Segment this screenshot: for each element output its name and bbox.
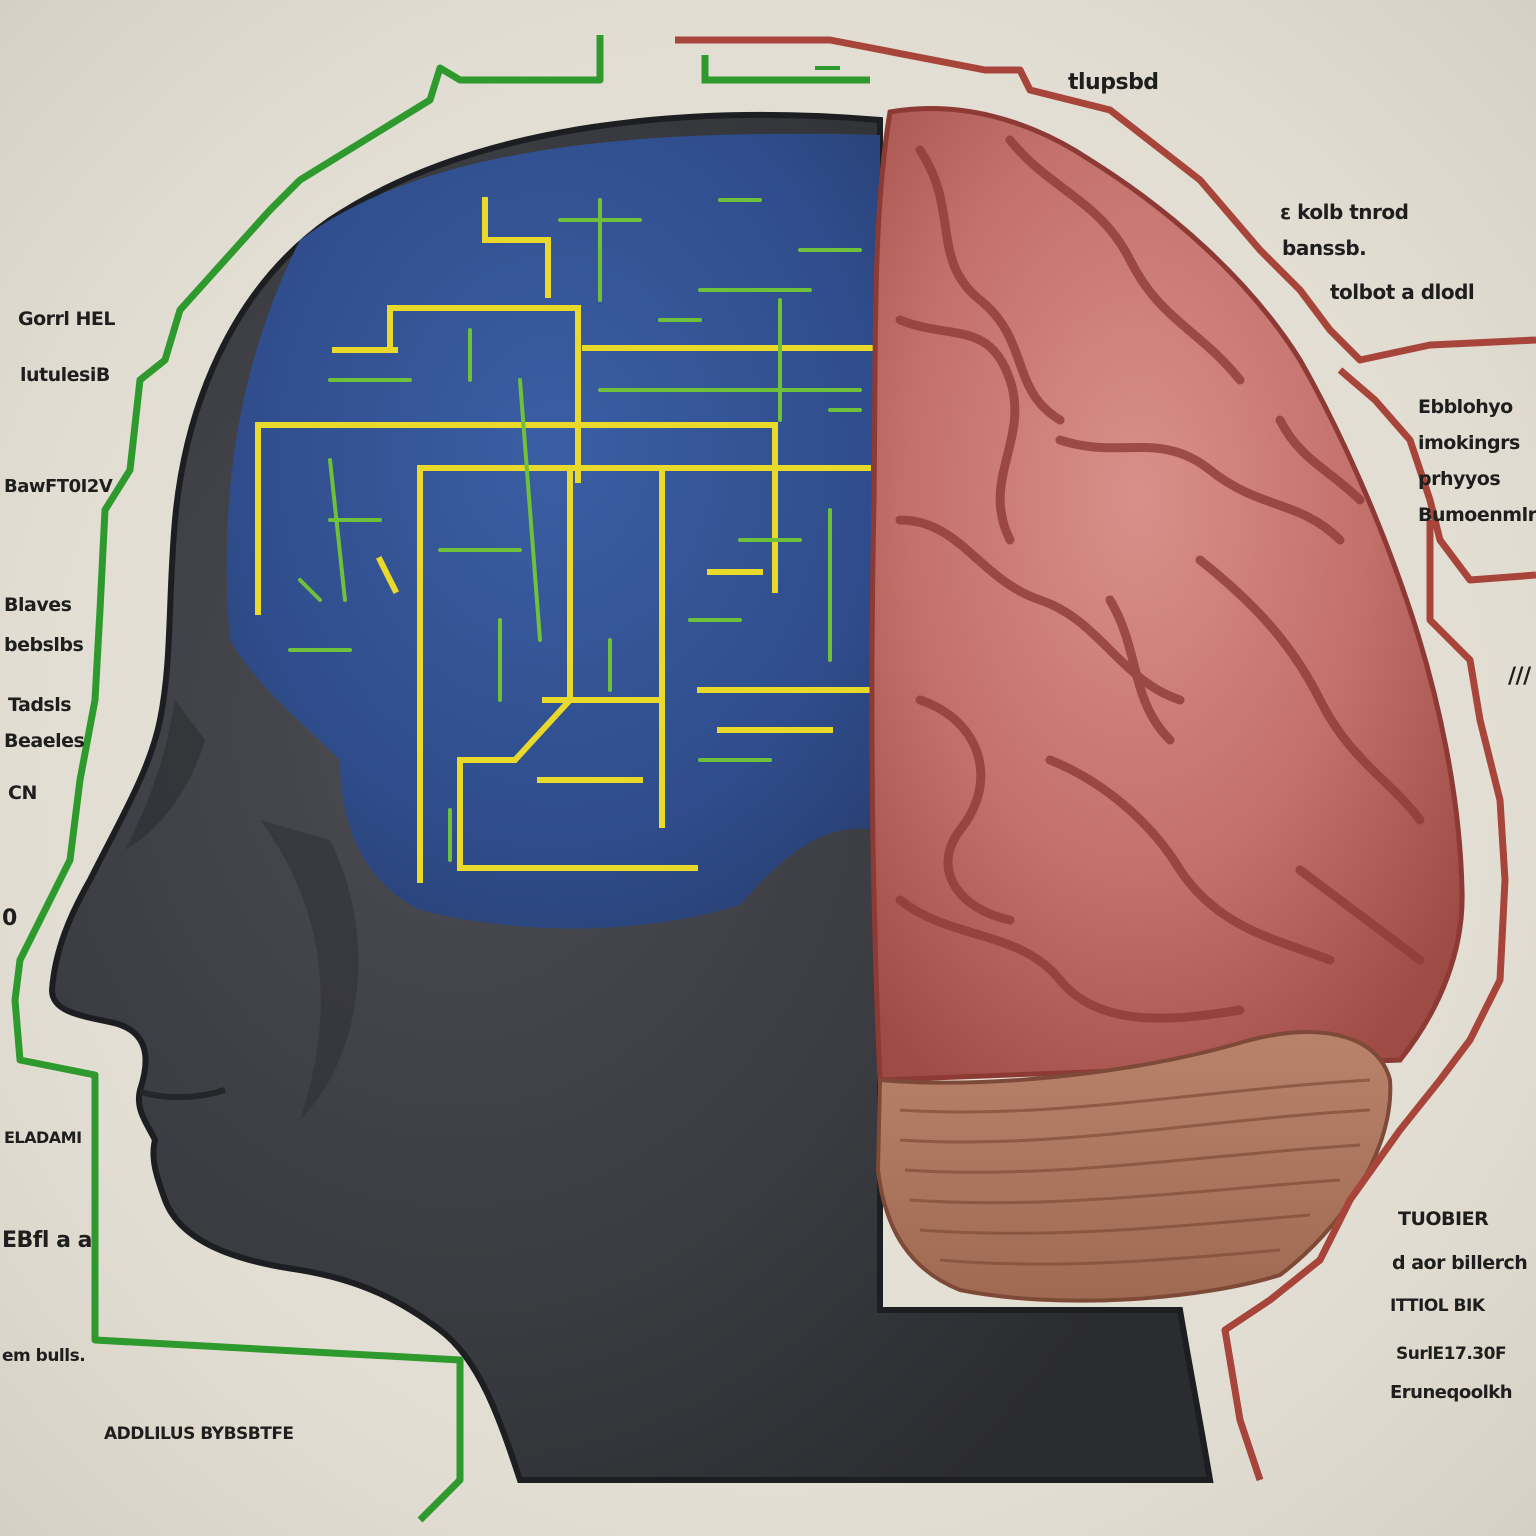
- left-green-wire: [11, 35, 604, 1523]
- label-right-mid-1: Ebblohyo: [1418, 396, 1513, 418]
- right-red-wire-3: [1221, 520, 1509, 1482]
- label-bottom: ADDLILUS BYBSBTFE: [104, 1424, 294, 1444]
- label-left-8: CN: [8, 782, 37, 804]
- circuit-traces-green: [288, 198, 862, 862]
- label-right-upper-3: tolbot a dlodl: [1330, 280, 1475, 304]
- label-right-glyph: ///: [1508, 664, 1531, 689]
- label-left-2: lutulesiB: [20, 364, 110, 386]
- label-left-12: em bulls.: [2, 1346, 86, 1366]
- brain-hemisphere: [869, 106, 1465, 1083]
- label-right-lower-2: d aor billerch: [1392, 1252, 1528, 1274]
- label-right-upper-2: banssb.: [1282, 236, 1367, 260]
- label-left-6: Tadsls: [8, 694, 72, 716]
- cheek-shadow: [260, 820, 359, 1120]
- circuit-traces-yellow: [255, 197, 873, 883]
- label-left-7: Beaeles: [4, 730, 85, 752]
- label-left-10: ELADAMI: [4, 1128, 82, 1147]
- lip-line: [139, 1087, 226, 1101]
- label-left-9: 0: [2, 906, 17, 931]
- label-right-lower-4: SurlE17.30F: [1396, 1344, 1507, 1364]
- cerebellum-striations: [899, 1078, 1371, 1266]
- label-right-mid-3: prhyyos: [1418, 468, 1501, 490]
- brain-folds: [895, 135, 1425, 1023]
- label-right-lower-3: ΙΤΤΙΟL ΒΙΚ: [1390, 1296, 1485, 1316]
- label-right-lower-1: TUOBIER: [1398, 1208, 1489, 1230]
- label-right-mid-4: Bumoenmlr: [1418, 504, 1536, 526]
- label-right-upper-1: ε kolb tnrod: [1280, 200, 1409, 224]
- right-red-wire: [675, 36, 1536, 364]
- face-shading: [125, 700, 205, 850]
- label-left-3: BawFT0I2V: [4, 476, 113, 497]
- right-red-wire-2: [1337, 367, 1536, 584]
- label-left-5: bebslbs: [4, 634, 84, 656]
- label-left-11: EBfl a a: [2, 1228, 92, 1253]
- label-top-right: tlupsbd: [1068, 70, 1159, 95]
- label-left-4: Blaves: [4, 594, 72, 616]
- label-right-mid-2: imokingrs: [1418, 432, 1520, 454]
- top-green-wire: [701, 55, 870, 84]
- label-right-lower-5: Eruneqoolkh: [1390, 1382, 1513, 1403]
- label-left-1: Gorrl HEL: [18, 308, 116, 330]
